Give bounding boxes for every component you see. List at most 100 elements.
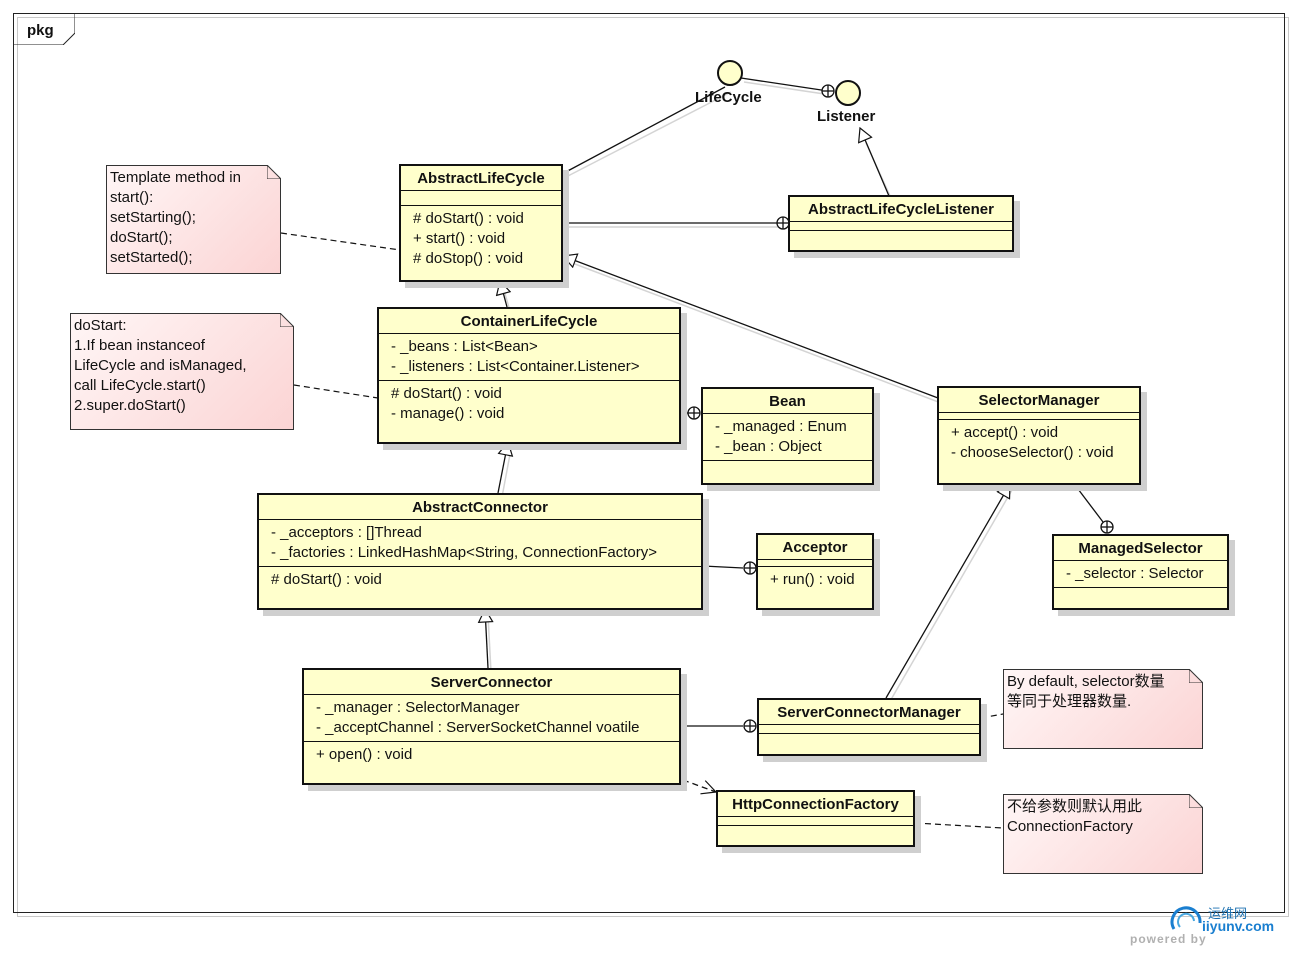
containment-circle [743,561,757,575]
note-fold-icon [1189,794,1203,808]
attribute: - _selector : Selector [1066,565,1204,582]
note-line: setStarting(); [110,209,196,226]
lifecycle-interface-icon [717,60,743,86]
note-line: 不给参数则默认用此 [1007,798,1143,815]
containerlifecycle-generalization [495,279,512,308]
note-do-start: doStart: 1.If bean instanceof LifeCycle … [70,313,294,430]
lifecycle-listener-link [740,77,829,92]
note-line: 1.If bean instanceof [74,337,205,354]
attribute: - _manager : SelectorManager [316,699,520,716]
class-abstract-life-cycle[interactable]: AbstractLifeCycle # doStart() : void + s… [399,164,563,282]
package-tab [13,13,75,45]
note-line: 等同于处理器数量. [1007,693,1132,710]
operation: # doStart() : void [413,210,524,227]
class-name: ServerConnectorManager [759,700,979,725]
containment-circle [743,719,757,733]
class-name: AbstractLifeCycleListener [790,197,1012,222]
note-line: By default, selector数量 [1007,673,1165,690]
class-abstract-life-cycle-listener[interactable]: AbstractLifeCycleListener [788,195,1014,252]
watermark-url: iiyunv.com [1202,918,1275,934]
note-line: doStart: [74,317,127,334]
abstractconnector-acceptor-link [702,565,744,569]
operation: # doStop() : void [413,250,524,267]
attributes-section: - _manager : SelectorManager - _acceptCh… [304,695,679,742]
note-dostart-anchor [293,384,379,399]
operations-section: + open() : void [304,742,679,768]
package-frame [13,13,1285,913]
operations-section: # doStart() : void [259,567,701,593]
class-http-connection-factory[interactable]: HttpConnectionFactory [716,790,915,847]
class-server-connector-manager[interactable]: ServerConnectorManager [757,698,981,756]
note-line: start(): [110,189,154,206]
operation: + run() : void [770,571,855,588]
class-name: AbstractLifeCycle [401,166,561,191]
abstractconnector-generalization [497,440,514,494]
class-bean[interactable]: Bean - _managed : Enum - _bean : Object [701,387,874,485]
attributes-section: - _managed : Enum - _bean : Object [703,414,872,461]
serverconnectormanager-generalization [885,482,1011,699]
class-managed-selector[interactable]: ManagedSelector - _selector : Selector [1052,534,1229,610]
note-template-anchor [280,232,401,251]
attribute: - _managed : Enum [715,418,847,435]
class-name: ContainerLifeCycle [379,309,679,334]
note-fold-icon [280,313,294,327]
note-line: Template method in [110,169,241,186]
attribute: - _listeners : List<Container.Listener> [391,358,640,375]
note-template-method: Template method in start(): setStarting(… [106,165,281,274]
operation: # doStart() : void [391,385,502,402]
note-line: ConnectionFactory [1007,818,1133,835]
containment-circle [1100,520,1114,534]
operation: + open() : void [316,746,413,763]
containment-circle [821,84,835,98]
operations-section: # doStart() : void + start() : void # do… [401,206,561,272]
class-server-connector[interactable]: ServerConnector - _manager : SelectorMan… [302,668,681,785]
operation: + start() : void [413,230,506,247]
class-name: ServerConnector [304,670,679,695]
frame-shadow [17,17,1289,917]
attributes-section [939,413,1139,420]
operations-section [1054,588,1227,592]
operations-section [718,826,913,834]
class-container-life-cycle[interactable]: ContainerLifeCycle - _beans : List<Bean>… [377,307,681,444]
attribute: - _acceptors : []Thread [271,524,422,541]
operation: - chooseSelector() : void [951,444,1114,461]
watermark-site-name: 运维网 [1208,906,1248,921]
watermark: 运维网 iiyunv.com powered by [1130,903,1290,947]
abstractlifecycle-lifecycle-link [561,86,726,175]
class-acceptor[interactable]: Acceptor + run() : void [756,533,874,610]
attributes-section: - _beans : List<Bean> - _listeners : Lis… [379,334,679,381]
attributes-section [758,560,872,567]
operations-section: # doStart() : void - manage() : void [379,381,679,427]
class-abstract-connector[interactable]: AbstractConnector - _acceptors : []Threa… [257,493,703,610]
operation: # doStart() : void [271,571,382,588]
watermark-powered: powered by [1130,932,1207,946]
note-fold-icon [267,165,281,179]
listener-generalization [857,126,890,197]
operations-section [703,461,872,465]
note-line: setStarted(); [110,249,193,266]
selectormanager-generalization [561,253,939,399]
watermark-logo-icon [1170,906,1202,930]
class-name: SelectorManager [939,388,1139,413]
class-name: AbstractConnector [259,495,701,520]
note-factory-anchor [914,822,1004,829]
operations-section: + accept() : void - chooseSelector() : v… [939,420,1139,466]
attributes-section [401,191,561,206]
operations-section [759,734,979,742]
class-name: ManagedSelector [1054,536,1227,561]
lifecycle-interface-label: LifeCycle [695,89,762,106]
note-selector-anchor [980,713,1004,719]
attribute: - _bean : Object [715,438,822,455]
class-name: HttpConnectionFactory [718,792,913,817]
operation: + accept() : void [951,424,1059,441]
note-selector-default: By default, selector数量 等同于处理器数量. [1003,669,1203,749]
attributes-section: - _selector : Selector [1054,561,1227,588]
package-label: pkg [27,22,54,39]
attribute: - _factories : LinkedHashMap<String, Con… [271,544,658,561]
operations-section: + run() : void [758,567,872,593]
class-selector-manager[interactable]: SelectorManager + accept() : void - choo… [937,386,1141,485]
selectormanager-managedselector-link [1074,484,1104,523]
note-line: LifeCycle and isManaged, [74,357,247,374]
note-line: call LifeCycle.start() [74,377,206,394]
class-name: Bean [703,389,872,414]
